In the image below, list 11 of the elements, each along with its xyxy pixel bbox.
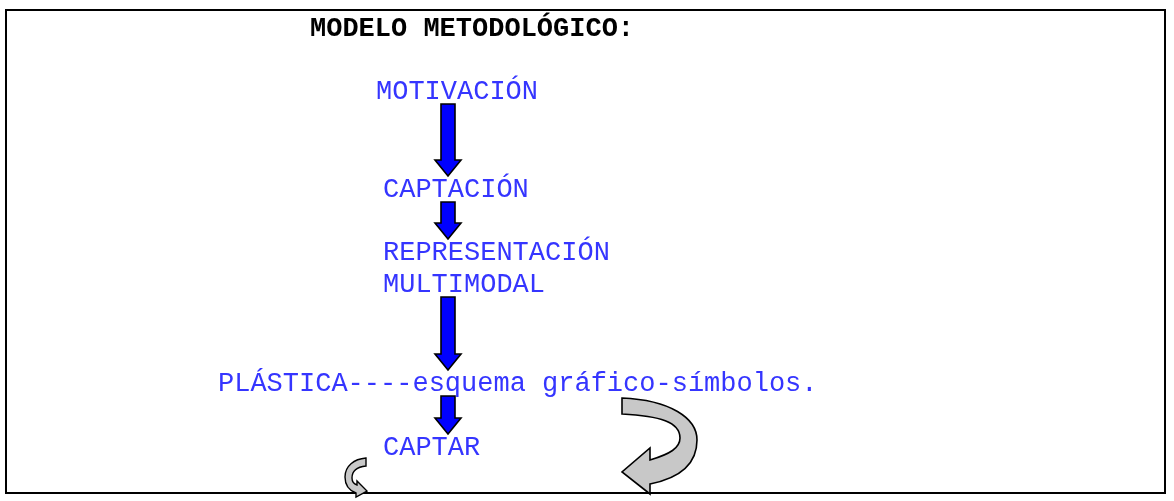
step-label: CAPTACIÓN (383, 174, 529, 206)
block-arrow (433, 201, 463, 241)
block-arrow (433, 103, 463, 178)
curved-arrow (621, 397, 698, 495)
block-arrow (433, 296, 463, 372)
step-label: PLÁSTICA----esquema gráfico-símbolos. (218, 368, 818, 400)
diagram-title: MODELO METODOLÓGICO: (310, 13, 635, 45)
block-arrow (433, 395, 463, 436)
step-label: REPRESENTACIÓN MULTIMODAL (383, 237, 611, 301)
step-label: CAPTAR (383, 432, 481, 464)
step-label: MOTIVACIÓN (376, 76, 539, 108)
